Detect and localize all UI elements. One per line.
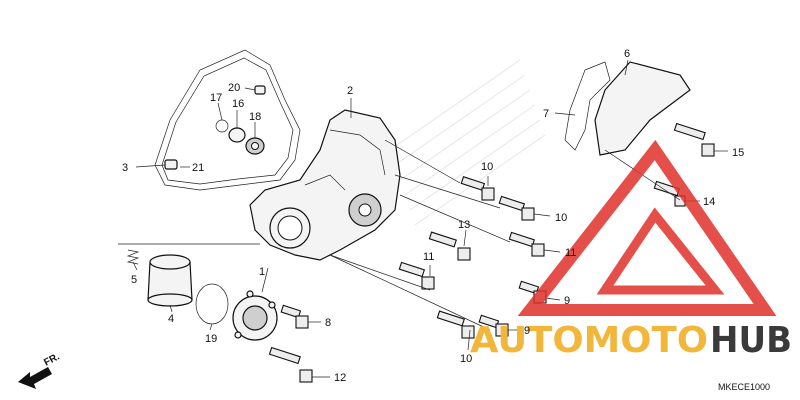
bolt-10b <box>498 195 535 221</box>
bracket <box>594 61 691 156</box>
callout-7: 7 <box>543 108 549 120</box>
watermark-text: AUTOMOTO HUB <box>470 320 792 361</box>
bolt-11a <box>508 231 545 257</box>
callout-21: 21 <box>192 162 204 174</box>
plate <box>564 61 611 151</box>
callout-12: 12 <box>334 372 346 384</box>
spring <box>126 249 140 265</box>
o-ring <box>195 283 229 325</box>
callout-16: 16 <box>232 98 244 110</box>
watermark-triangle-inner <box>596 207 725 295</box>
bolt-10c <box>436 310 475 339</box>
callout-20: 20 <box>228 82 240 94</box>
bolt-11b <box>398 261 435 290</box>
washer <box>228 127 246 143</box>
callout-8: 8 <box>325 317 331 329</box>
callout-9a: 9 <box>564 295 570 307</box>
bolt-9b <box>478 314 509 337</box>
front-indicator: FR. <box>18 351 62 389</box>
callout-labels: 1 2 3 4 5 6 7 8 9 9 10 10 10 11 11 12 13… <box>122 48 744 384</box>
front-label: FR. <box>42 351 62 368</box>
callout-3: 3 <box>122 162 128 174</box>
bolt-13 <box>428 231 471 261</box>
watermark-triangle-outer <box>517 139 777 316</box>
callout-6: 6 <box>624 48 630 60</box>
callout-2: 2 <box>347 85 353 97</box>
callout-13: 13 <box>458 219 470 231</box>
watermark-logo <box>517 139 777 316</box>
callout-10b: 10 <box>555 212 567 224</box>
dowel-pin-20 <box>254 85 266 95</box>
callout-10c: 10 <box>460 353 472 365</box>
watermark-automoto: AUTOMOTO <box>470 320 708 361</box>
callout-14: 14 <box>703 196 715 208</box>
bolt-12 <box>268 346 313 383</box>
watermark-hub: HUB <box>710 320 792 361</box>
callout-19: 19 <box>205 333 217 345</box>
callout-11a: 11 <box>565 247 576 259</box>
callout-9b: 9 <box>524 325 530 337</box>
dowel-pin-21 <box>164 159 178 170</box>
background-hatch <box>389 59 546 226</box>
callout-5: 5 <box>131 274 137 286</box>
gasket-inner <box>161 57 294 185</box>
gasket <box>154 49 301 191</box>
callout-15: 15 <box>732 147 744 159</box>
leader-lines <box>118 59 728 378</box>
callout-17: 17 <box>210 92 222 104</box>
callout-18: 18 <box>249 111 261 123</box>
front-arrow-icon <box>18 367 52 389</box>
callout-1: 1 <box>259 266 265 278</box>
callout-11b: 11 <box>423 251 434 263</box>
circlip <box>215 119 229 133</box>
bolt-15 <box>673 122 715 157</box>
callout-10a: 10 <box>481 161 493 173</box>
bolt-10a <box>460 176 495 201</box>
diagram-code: MKECE1000 <box>718 382 770 392</box>
callout-4: 4 <box>168 313 174 325</box>
bolt-8 <box>280 304 309 329</box>
